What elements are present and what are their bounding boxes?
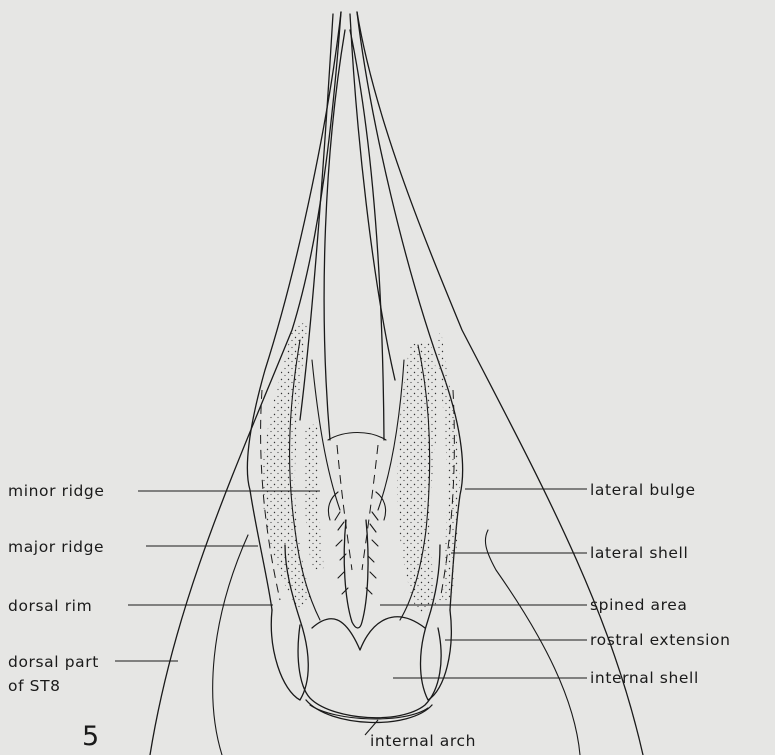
spined-area bbox=[328, 492, 385, 628]
label-dorsal-rim: dorsal rim bbox=[8, 597, 92, 615]
label-rostral-extension: rostral extension bbox=[590, 631, 731, 649]
label-major-ridge: major ridge bbox=[8, 538, 104, 556]
st8-outline bbox=[150, 12, 643, 755]
label-of-st8: of ST8 bbox=[8, 677, 61, 695]
stippled-bulges bbox=[262, 320, 460, 615]
label-internal-shell: internal shell bbox=[590, 669, 699, 687]
label-lateral-bulge: lateral bulge bbox=[590, 481, 696, 499]
label-minor-ridge: minor ridge bbox=[8, 482, 105, 500]
figure-number: 5 bbox=[82, 721, 99, 752]
label-dorsal-part: dorsal part bbox=[8, 653, 99, 671]
internal-shell bbox=[298, 617, 441, 723]
leader-lines bbox=[115, 489, 587, 735]
label-spined-area: spined area bbox=[590, 596, 688, 614]
label-lateral-shell: lateral shell bbox=[590, 544, 688, 562]
inner-rostrum bbox=[312, 30, 404, 570]
label-internal-arch: internal arch bbox=[370, 732, 476, 750]
